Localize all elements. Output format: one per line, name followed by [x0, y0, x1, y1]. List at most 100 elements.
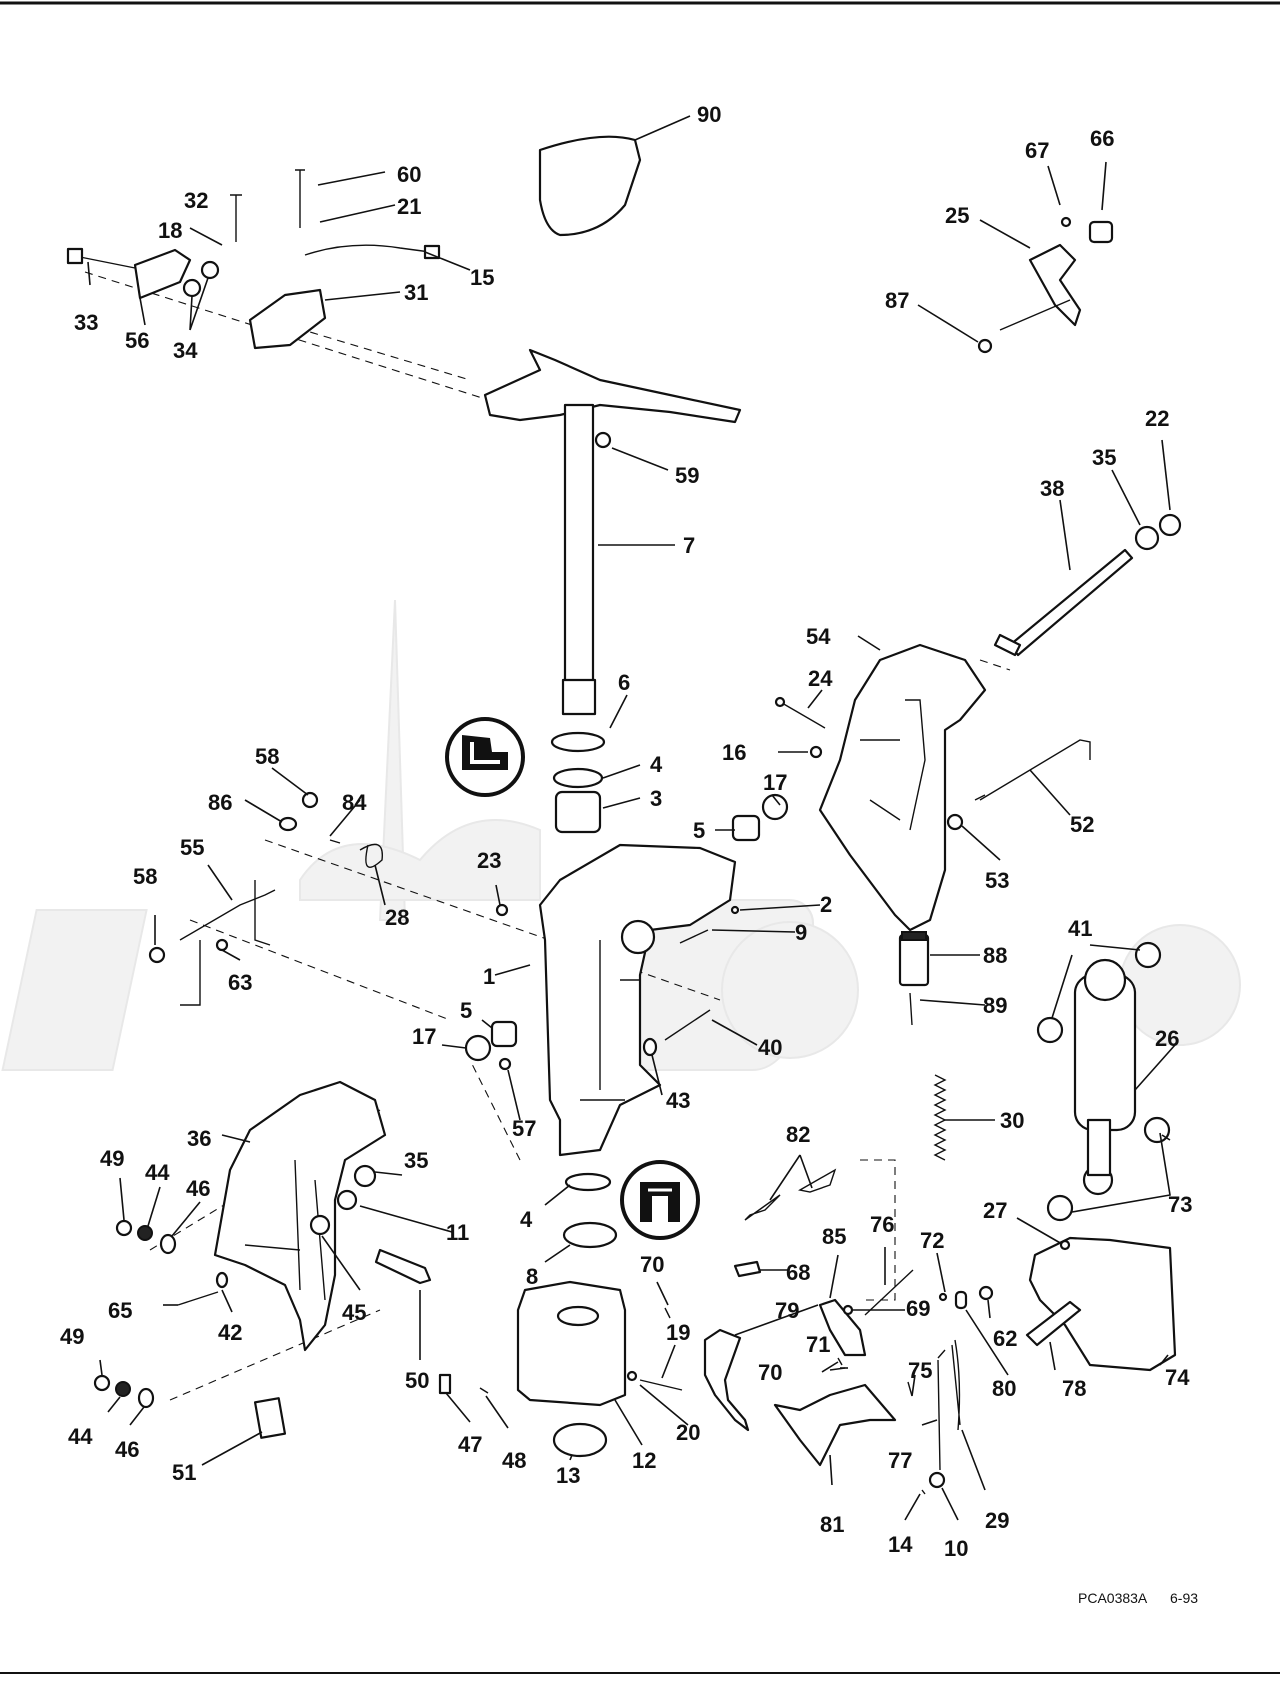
- callout-3: 3: [650, 786, 662, 811]
- callout-18: 18: [158, 218, 182, 243]
- callout-16: 16: [722, 740, 746, 765]
- part-block-31: [248, 288, 327, 350]
- callout-48: 48: [502, 1448, 526, 1473]
- part-46-upper: [159, 1233, 177, 1255]
- part-24-end: [774, 696, 786, 708]
- callout-12: 12: [632, 1448, 656, 1473]
- callout-31: 31: [404, 280, 428, 305]
- part-swivel-detail: [580, 940, 640, 1101]
- callout-6: 6: [618, 670, 630, 695]
- part-70-upper: [664, 1307, 671, 1319]
- callout-58-top: 58: [255, 744, 279, 769]
- part-49-lower: [93, 1374, 111, 1392]
- callout-85: 85: [822, 1224, 846, 1249]
- part-stern-bracket-54-detail: [860, 699, 926, 831]
- part-block-12: [516, 1280, 627, 1407]
- part-bushing-5-upper: [731, 814, 761, 842]
- callout-86: 86: [208, 790, 232, 815]
- part-53: [946, 813, 964, 831]
- callout-labels: 90 60 32 21 18 15 33 56 34 31 67 66 25 8…: [60, 102, 1192, 1561]
- part-washer-34a: [182, 278, 202, 298]
- callout-2: 2: [820, 892, 832, 917]
- part-lever-79: [703, 1328, 750, 1432]
- part-stern-bracket-54: [818, 643, 987, 932]
- part-lever-85: [818, 1298, 867, 1357]
- callout-8: 8: [526, 1264, 538, 1289]
- part-rod-52: [974, 739, 1091, 801]
- callout-80: 80: [992, 1376, 1016, 1401]
- part-swivel-pivot: [620, 919, 656, 955]
- part-bracket-25: [1028, 243, 1082, 327]
- part-75: [907, 1381, 913, 1397]
- callout-88: 88: [983, 943, 1007, 968]
- callout-21: 21: [397, 194, 421, 219]
- part-seal-4-lower: [564, 1172, 612, 1192]
- part-spring-28: [329, 839, 384, 868]
- part-plate-56: [133, 248, 192, 300]
- callout-5-upper: 5: [693, 818, 705, 843]
- part-14: [921, 1489, 926, 1495]
- callout-57: 57: [512, 1116, 536, 1141]
- callout-14: 14: [888, 1532, 913, 1557]
- callout-75: 75: [908, 1358, 932, 1383]
- part-swivel-bracket-1: [538, 843, 737, 1157]
- part-44-upper: [137, 1225, 153, 1241]
- callout-34: 34: [173, 338, 198, 363]
- watermark-graphic: [1, 599, 1241, 1071]
- part-cylinder-26-eye-top: [1083, 958, 1127, 1002]
- plate-code: PCA0383A: [1078, 1590, 1148, 1606]
- part-rod-25: [999, 299, 1071, 331]
- callout-44-lower: 44: [68, 1424, 93, 1449]
- callout-54: 54: [806, 624, 831, 649]
- part-bolt-68: [733, 1260, 762, 1278]
- part-2: [730, 905, 740, 915]
- callout-62: 62: [993, 1326, 1017, 1351]
- part-stern-bracket-36: [213, 1080, 387, 1352]
- part-shaft-spline: [561, 678, 597, 716]
- part-57: [498, 1057, 512, 1071]
- part-bearing-8: [562, 1221, 618, 1249]
- callout-36: 36: [187, 1126, 211, 1151]
- callout-65: 65: [108, 1298, 132, 1323]
- part-washer-17-lower: [464, 1034, 492, 1062]
- callout-25: 25: [945, 203, 969, 228]
- part-screw-head-33: [66, 247, 84, 265]
- callout-70-lower: 70: [758, 1360, 782, 1385]
- part-66: [1088, 220, 1114, 244]
- part-bushing-3: [554, 790, 602, 834]
- callout-73: 73: [1168, 1192, 1192, 1217]
- part-block-88: [898, 933, 930, 987]
- callout-79: 79: [775, 1298, 799, 1323]
- part-nut-13: [552, 1422, 608, 1458]
- part-82b: [798, 1168, 837, 1193]
- callout-60: 60: [397, 162, 421, 187]
- callout-47: 47: [458, 1432, 482, 1457]
- part-bolt-65: [177, 1291, 219, 1306]
- callout-46-lower: 46: [115, 1437, 139, 1462]
- part-11: [336, 1189, 358, 1211]
- callout-10: 10: [944, 1536, 968, 1561]
- part-cylinder-rod: [1086, 1118, 1112, 1177]
- part-bushing-73b: [1046, 1194, 1074, 1222]
- part-lever-81: [773, 1383, 897, 1467]
- callout-26: 26: [1155, 1026, 1179, 1051]
- callout-27: 27: [983, 1198, 1007, 1223]
- callout-51: 51: [172, 1460, 196, 1485]
- callout-28: 28: [385, 905, 409, 930]
- part-link-24: [781, 702, 826, 729]
- callout-19: 19: [666, 1320, 690, 1345]
- part-88-top: [901, 931, 927, 941]
- part-bushing-5-lower: [490, 1020, 518, 1048]
- callout-24: 24: [808, 666, 833, 691]
- callout-53: 53: [985, 868, 1009, 893]
- callout-11: 11: [446, 1220, 469, 1245]
- callout-42: 42: [218, 1320, 242, 1345]
- part-82a: [744, 1194, 781, 1221]
- callout-87: 87: [885, 288, 909, 313]
- callout-77: 77: [888, 1448, 912, 1473]
- lubricant-symbol-icon: [445, 717, 525, 797]
- callout-71: 71: [806, 1332, 830, 1357]
- callout-81: 81: [820, 1512, 844, 1537]
- part-washer-34b: [200, 260, 220, 280]
